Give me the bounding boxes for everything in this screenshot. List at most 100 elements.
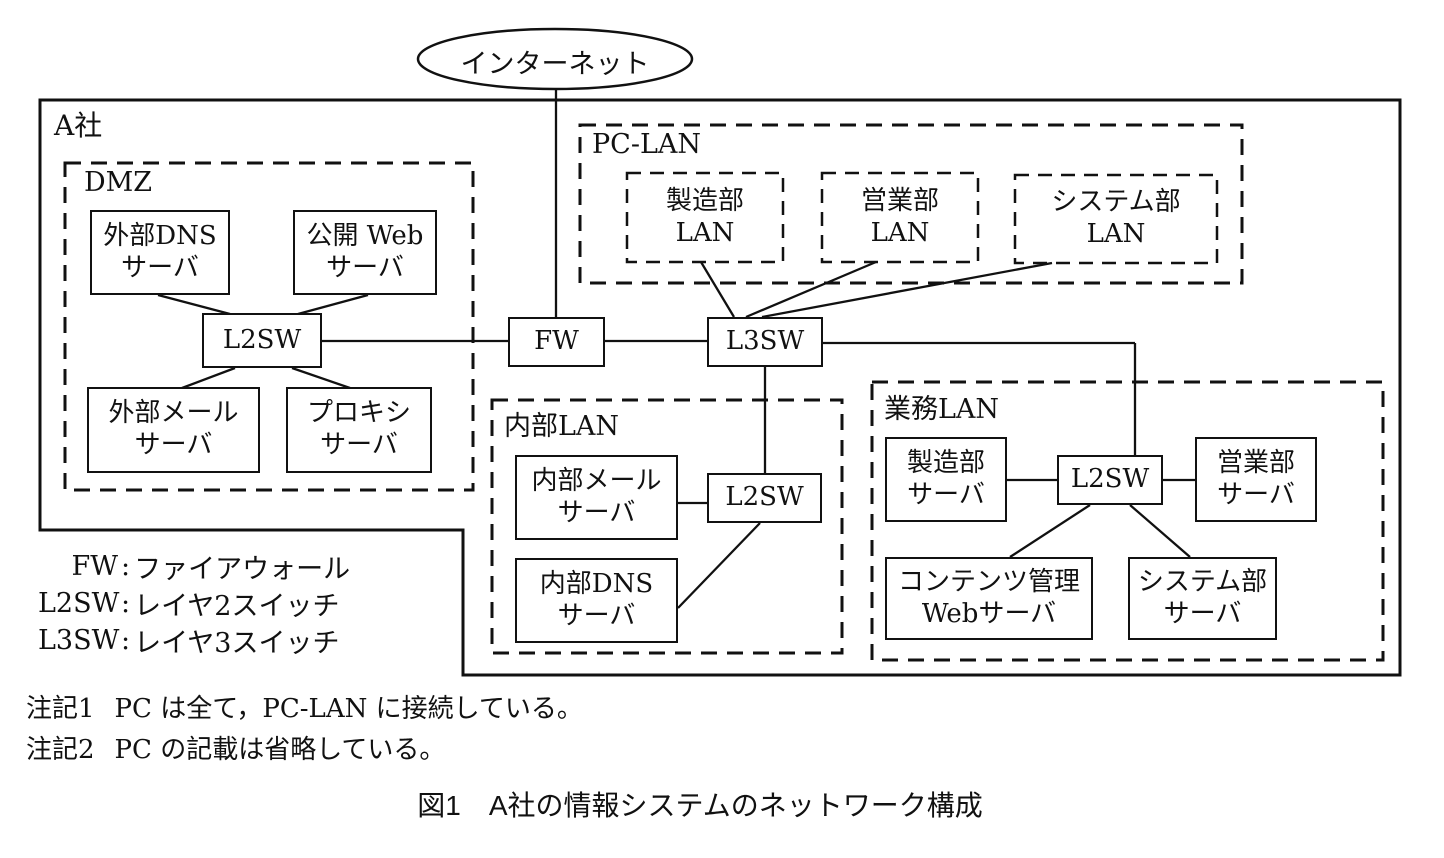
node-proxy-server: プロキシ サーバ [286, 387, 432, 473]
node-label: 内部メール [531, 465, 662, 496]
zone-dmz-border [63, 161, 475, 492]
legend-row-l2sw: L2SW:レイヤ2スイッチ [38, 585, 350, 622]
node-label: サーバ [557, 497, 636, 528]
node-label: 外部メール [108, 398, 239, 429]
node-external-mail-server: 外部メール サーバ [87, 387, 260, 473]
node-label: LAN [1086, 219, 1146, 249]
zone-pc-lan-label: PC-LAN [592, 129, 702, 160]
legend-row-l3sw: L3SW:レイヤ3スイッチ [38, 622, 350, 659]
link-extdns-dmzl2sw [157, 293, 231, 316]
link-saleslan-l3sw [745, 260, 877, 319]
note-text: PC は全て，PC-LAN に接続している。 [114, 694, 583, 724]
node-sales-lan-border [820, 171, 980, 264]
zone-internal-lan-label: 内部LAN [504, 411, 620, 442]
note-text: PC の記載は省略している。 [114, 735, 446, 765]
figure-title: A社の情報システムのネットワーク構成 [488, 790, 983, 821]
zone-borders [63, 123, 1385, 662]
sub-lan-borders [625, 171, 1219, 265]
node-sys-lan-border [1013, 173, 1219, 265]
node-label: 内部DNS [539, 568, 654, 599]
node-label: L3SW [725, 326, 805, 357]
figure-number: 図1 [417, 790, 461, 821]
link-intl2sw-intdns [677, 522, 761, 609]
legend-row-fw: FW:ファイアウォール [38, 548, 351, 585]
node-label: サーバ [907, 479, 985, 510]
legend-abbr: FW [71, 551, 119, 582]
link-pubweb-dmzl2sw [297, 293, 369, 316]
legend: FW:ファイアウォール L2SW:レイヤ2スイッチ L3SW:レイヤ3スイッチ [38, 548, 350, 659]
link-bizl2sw-cmsweb [1009, 504, 1091, 558]
connection-lines [157, 89, 1195, 609]
note-label: 注記2 [26, 735, 95, 765]
link-dmzl2sw-proxy [291, 366, 351, 390]
node-internal-l2-switch: L2SW [707, 473, 822, 523]
zone-business-lan-label: 業務LAN [884, 394, 1000, 425]
node-label: 外部DNS [103, 220, 217, 251]
company-a-border [38, 98, 1402, 677]
note-label: 注記1 [26, 694, 95, 724]
node-label: サーバ [326, 252, 404, 283]
node-external-dns-server: 外部DNS サーバ [90, 210, 230, 295]
node-label: コンテンツ管理 [897, 566, 1080, 597]
node-manufacturing-lan: 製造部 LAN [627, 173, 783, 262]
legend-abbr: L2SW [38, 588, 120, 619]
link-bizl2sw-syssrv [1129, 504, 1191, 558]
node-content-mgmt-web-server: コンテンツ管理 Webサーバ [885, 557, 1093, 640]
node-label: 製造部 [665, 185, 744, 216]
node-dmz-l2-switch: L2SW [202, 313, 322, 368]
node-manufacturing-server: 製造部 サーバ [885, 437, 1007, 522]
legend-separator: : [121, 551, 131, 582]
node-label: Webサーバ [921, 598, 1057, 629]
zone-internal-lan-border [490, 398, 844, 655]
node-system-dept-server: システム部 サーバ [1128, 557, 1277, 640]
node-business-l2-switch: L2SW [1057, 455, 1163, 505]
legend-name: レイヤ2スイッチ [134, 591, 340, 622]
legend-name: ファイアウォール [134, 554, 351, 585]
node-l3-switch: L3SW [707, 317, 823, 367]
zone-dmz-label: DMZ [84, 167, 153, 198]
node-label: サーバ [557, 600, 636, 631]
node-label: サーバ [134, 430, 213, 460]
legend-abbr: L3SW [38, 625, 120, 656]
note-2: 注記2 PC の記載は省略している。 [26, 727, 583, 768]
node-sales-lan: 営業部 LAN [822, 173, 978, 262]
node-label: L2SW [725, 482, 804, 513]
node-label: サーバ [320, 430, 398, 460]
node-label: L2SW [1070, 464, 1150, 495]
node-label: サーバ [121, 252, 199, 283]
node-label: システム部 [1051, 187, 1181, 218]
node-sales-server: 営業部 サーバ [1195, 437, 1317, 522]
node-firewall: FW [508, 317, 605, 367]
link-mfglan-l3sw [700, 261, 735, 318]
node-label: LAN [675, 217, 735, 248]
legend-separator: : [121, 625, 131, 656]
node-internal-dns-server: 内部DNS サーバ [515, 558, 678, 643]
node-label: 製造部 [906, 447, 985, 478]
node-system-dept-lan: システム部 LAN [1015, 175, 1217, 263]
company-a-label: A社 [54, 109, 103, 142]
zone-pc-lan-border [578, 123, 1244, 285]
node-mfg-lan-border [625, 171, 785, 264]
node-label: 営業部 [860, 185, 939, 216]
legend-name: レイヤ3スイッチ [134, 628, 340, 659]
notes: 注記1 PC は全て，PC-LAN に接続している。 注記2 PC の記載は省略… [26, 686, 583, 768]
note-1: 注記1 PC は全て，PC-LAN に接続している。 [26, 686, 583, 727]
internet-label: インターネット [460, 49, 650, 80]
node-label: システム部 [1137, 566, 1268, 597]
node-label: プロキシ [306, 398, 411, 429]
node-label: FW [534, 326, 579, 357]
node-label: サーバ [1163, 598, 1242, 629]
legend-separator: : [121, 588, 131, 619]
node-public-web-server: 公開 Web サーバ [293, 210, 437, 295]
node-label: 営業部 [1216, 447, 1295, 478]
node-label: LAN [870, 217, 930, 248]
node-label: L2SW [222, 324, 302, 355]
node-internal-mail-server: 内部メール サーバ [515, 455, 678, 540]
node-label: 公開 Web [306, 220, 424, 251]
zone-business-lan-border [870, 380, 1385, 662]
figure-caption: 図1 A社の情報システムのネットワーク構成 [0, 784, 1400, 824]
link-dmzl2sw-extmail [181, 366, 236, 390]
link-syslan-l3sw [761, 261, 1053, 319]
